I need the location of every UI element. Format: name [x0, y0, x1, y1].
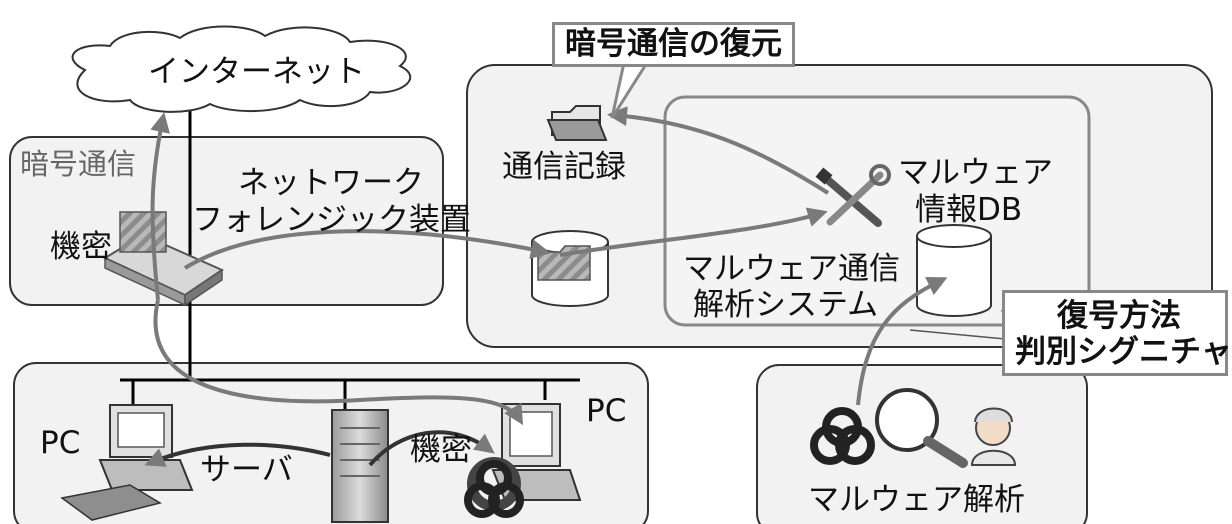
db-label-line2: 情報DB: [915, 192, 1023, 228]
record-label: 通信記録: [502, 149, 626, 185]
records-cylinder-icon: [531, 230, 609, 307]
biohazard-icon-analysis: [810, 407, 875, 465]
pc-icon-left: [60, 404, 194, 521]
server-label: サーバ: [200, 452, 293, 488]
encrypted-title: 暗号通信: [20, 147, 137, 181]
flow-arrow-to-internet: [150, 112, 170, 301]
flow-arrow-records-tools: [559, 207, 828, 257]
db-label-line1: マルウェア: [898, 155, 1053, 191]
biohazard-icon: [464, 457, 524, 518]
internet-label: インターネット: [148, 54, 365, 90]
flow-arrow-analysis-db: [856, 277, 948, 406]
system-label-line1: マルウェア通信: [683, 251, 900, 287]
flow-arrow-lan-path: [153, 299, 524, 426]
restore-callout-text: 暗号通信の復元: [565, 26, 782, 62]
flow-arrow-tools-folder: [607, 106, 830, 195]
pc-left-label: PC: [40, 425, 81, 461]
flow-arrow-to-records: [183, 229, 551, 270]
decrypt-callout-line2: 判別シグニチャ: [1015, 334, 1232, 370]
folder-icon: [546, 105, 608, 141]
flow-arrow-server-pc: [144, 442, 331, 467]
cloud-icon: [71, 25, 412, 113]
database-icon: [916, 224, 992, 317]
router-icon: [102, 211, 225, 307]
flow-arrow-server-right: [368, 430, 495, 467]
device-label-line2: フォレンジック装置: [192, 202, 471, 238]
decrypt-callout-line1: 復号方法: [1057, 298, 1181, 334]
restore-callout: 暗号通信の復元: [552, 22, 795, 67]
tools-icon: [815, 164, 891, 227]
system-label-line2: 解析システム: [693, 287, 879, 323]
decrypt-callout: 復号方法 判別シグニチャ: [1002, 290, 1232, 376]
analyst-icon: [970, 407, 1017, 466]
device-label-line1: ネットワーク: [238, 165, 424, 201]
magnifier-icon: [875, 388, 968, 468]
pc-right-label: PC: [586, 393, 627, 429]
lan-confidential-label: 機密: [410, 432, 472, 468]
confidential-label: 機密: [50, 229, 112, 265]
server-icon: [331, 409, 389, 523]
malware-analysis-label: マルウェア解析: [808, 482, 1025, 518]
